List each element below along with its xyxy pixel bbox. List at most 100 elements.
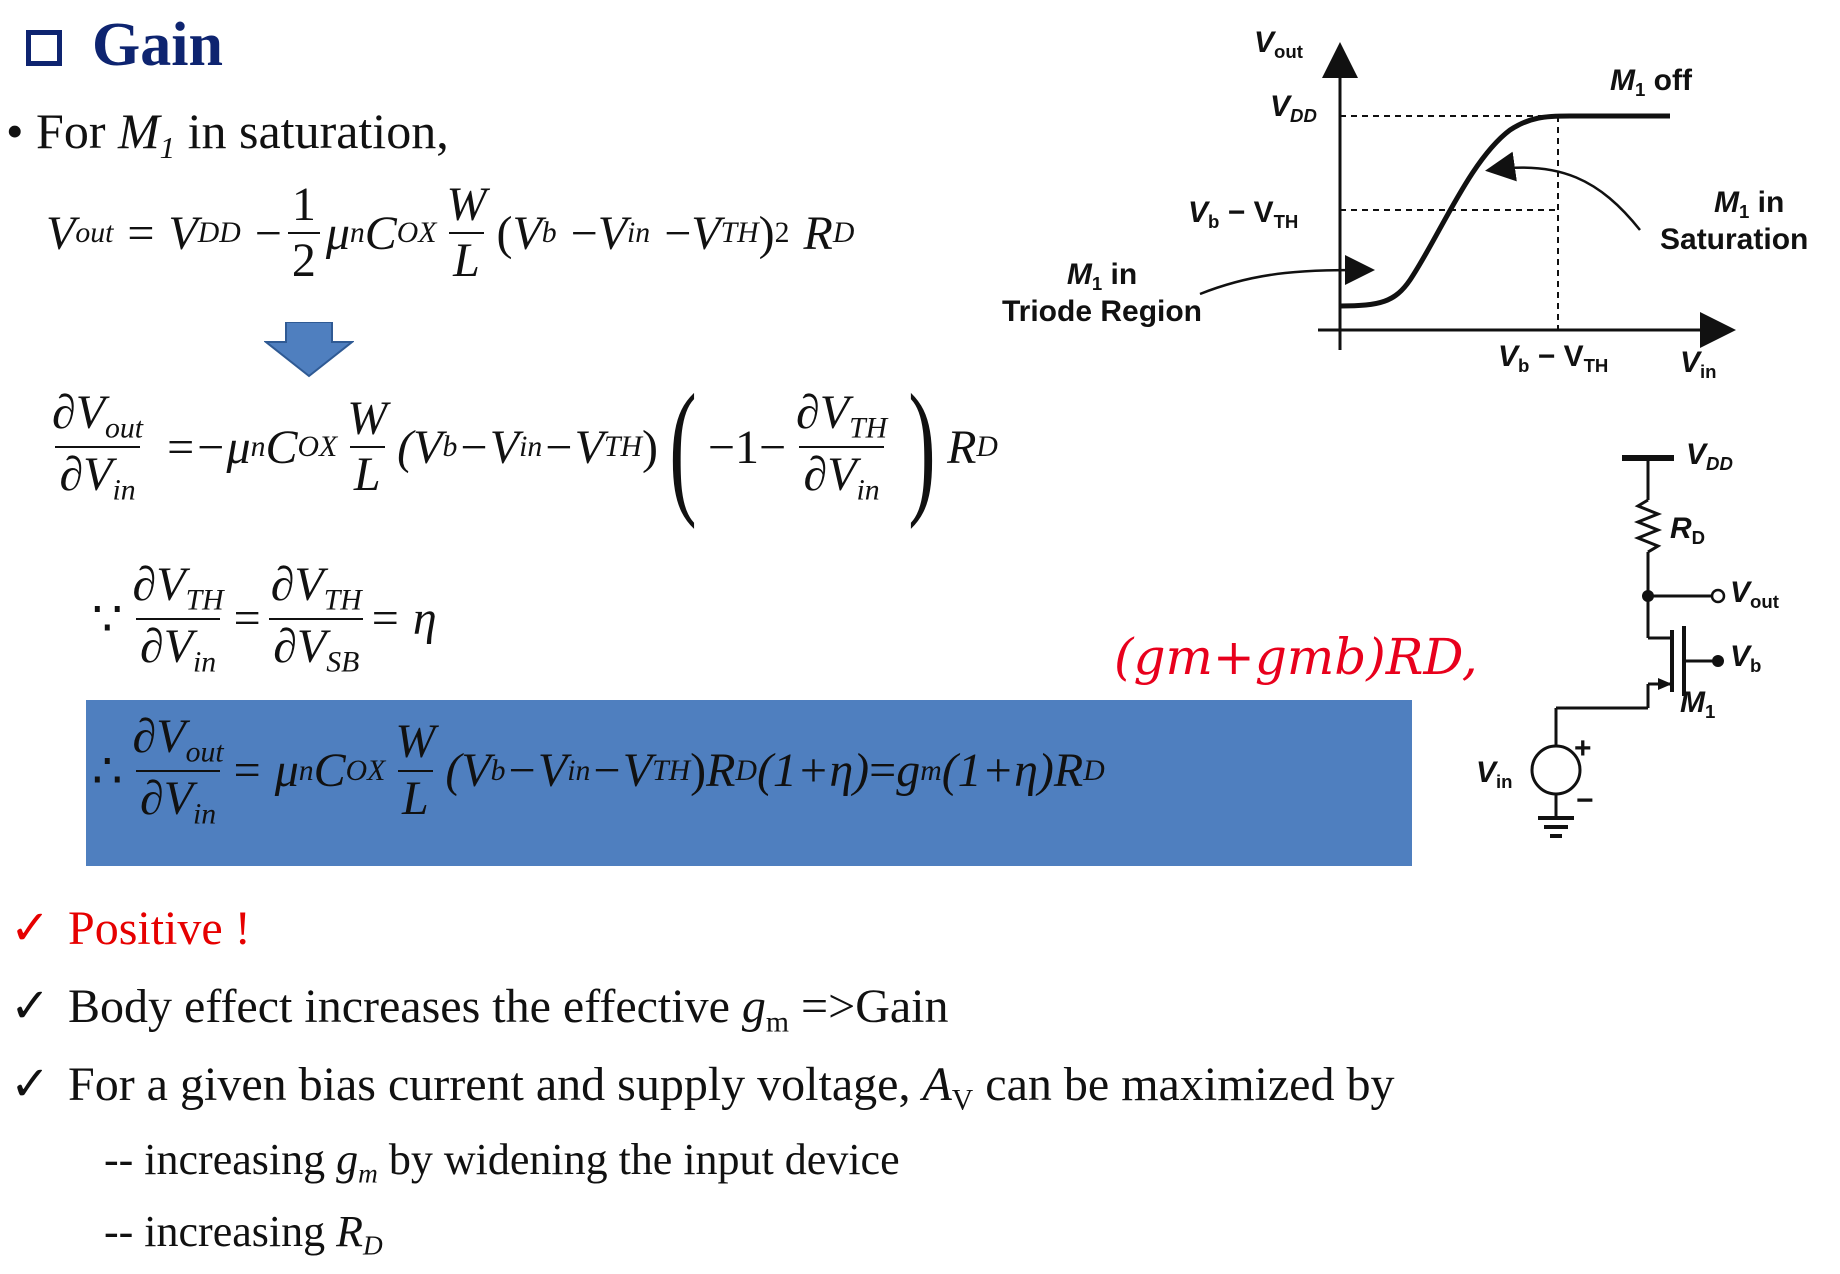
circuit-vin-label: Vin <box>1476 756 1513 793</box>
check-positive-text: Positive ! <box>68 902 251 955</box>
eq2-vth: −V <box>542 420 604 474</box>
check-bias-post: can be maximized by <box>973 1058 1395 1111</box>
plot-m1-off-label: M1 off <box>1610 64 1692 101</box>
plot-tri-line1: M1 in <box>1002 258 1202 295</box>
eq1-half-num: 1 <box>291 178 316 231</box>
result-highlight-box <box>86 700 1412 866</box>
eq2-vin-sub: in <box>519 430 543 463</box>
eq3-d2: ∂VSB <box>269 617 364 678</box>
eq2-c: C <box>265 420 298 474</box>
eq4-vb: (V <box>445 744 491 798</box>
vout-terminal <box>1710 588 1726 604</box>
eq2-rd: R <box>947 420 977 474</box>
plot-saturation-label: M1 in Saturation <box>1660 186 1808 257</box>
eq2-big-paren-open: ( <box>669 364 697 530</box>
intro-line: • For M1 in saturation, <box>6 102 449 166</box>
eq4-rd: R <box>706 744 736 798</box>
eq2-num: ∂Vout <box>48 388 147 446</box>
check-body-g-sub: m <box>765 1005 790 1039</box>
eq1-minus-3: − <box>664 206 692 260</box>
eq4-vin-sub: in <box>567 753 591 787</box>
eq4-close: ) <box>690 744 707 798</box>
eq2-dvout-dvin: ∂Vout ∂Vin <box>48 388 147 506</box>
check-icon: ✓ <box>10 980 51 1033</box>
sub2-r-sub: D <box>363 1230 383 1261</box>
eq1-vth: V <box>691 206 721 260</box>
plot-xvbvth-sub2: TH <box>1583 354 1609 376</box>
eq2-den-text: ∂V <box>59 448 113 501</box>
eq2-big-paren-close: ) <box>908 364 936 530</box>
eq4-one-eta: (1+η) <box>756 744 870 798</box>
eq3-equals: = <box>233 592 261 646</box>
plot-xvbvth-mid: − V <box>1529 340 1584 373</box>
eq4-frac: ∂Vout ∂Vin <box>129 711 228 831</box>
eq4-rd-2-sub: D <box>1083 753 1105 787</box>
plot-vbvth-sub2: TH <box>1273 210 1299 232</box>
eq1-c: C <box>364 206 397 260</box>
c-rd-r: R <box>1670 512 1692 545</box>
eq4-gm: g <box>896 744 921 798</box>
eq3-because: ∵ <box>92 592 123 646</box>
plot-vbvth-mid: − V <box>1219 196 1274 229</box>
plot-sat-sub: 1 <box>1739 200 1750 222</box>
circuit-m1-label: M1 <box>1680 686 1715 723</box>
eq1-l: L <box>449 232 484 286</box>
handwritten-note: (gm+gmb)RD, <box>1114 628 1478 686</box>
eq3-n1-sub: TH <box>185 583 224 617</box>
circuit-vout-label: Vout <box>1730 576 1779 613</box>
c-vin-v: V <box>1476 756 1497 789</box>
eq3-d1-text: ∂V <box>139 619 194 673</box>
sub1-g: g <box>336 1135 359 1184</box>
c-vdd-sub: DD <box>1706 452 1733 474</box>
eq1-vb-sub: b <box>541 216 557 250</box>
vb-terminal <box>1712 655 1724 667</box>
eq2-inner-lead: −1− <box>707 420 787 474</box>
eq3-frac1: ∂VTH ∂Vin <box>129 559 228 678</box>
plot-tri-sub: 1 <box>1091 272 1103 294</box>
plot-tri-line2: Triode Region <box>1002 294 1203 328</box>
c-vin-sub: in <box>1496 770 1513 792</box>
c-vb-v: V <box>1730 640 1751 673</box>
eq4-den-sub: in <box>193 797 217 831</box>
plot-vbvth-v: V <box>1188 196 1209 229</box>
eq1-mu-sub: n <box>349 216 365 250</box>
plot-vbvth-sub1: b <box>1208 210 1220 232</box>
eq4-c: C <box>313 744 346 798</box>
eq1-paren-close: ) <box>758 206 775 260</box>
eq2-num-sub: out <box>105 411 144 445</box>
circuit-vb-label: Vb <box>1730 640 1761 677</box>
plot-xvbvth-sub1: b <box>1518 354 1530 376</box>
transfer-curve <box>1339 113 1670 309</box>
check-body-g: g <box>741 980 766 1033</box>
plot-sat-post: in <box>1749 186 1785 219</box>
eq1-vout: V <box>46 206 76 260</box>
eq2-mu-sub: n <box>250 430 266 463</box>
plot-y-axis-label: Vout <box>1254 26 1303 63</box>
eq3-equals-2: = <box>371 592 399 646</box>
eq4-mu: μ <box>274 744 299 798</box>
eq4-vin: −V <box>505 744 568 798</box>
eq2-inner-den-text: ∂V <box>803 448 857 501</box>
resistor-rd <box>1633 498 1663 554</box>
check-bias-a: A <box>922 1058 952 1111</box>
eq2-inner-frac: ∂VTH ∂Vin <box>792 388 891 506</box>
plot-vdd-label: VDD <box>1270 90 1317 127</box>
eq4-l: L <box>397 769 433 824</box>
plot-triode-label: M1 in Triode Region <box>1002 258 1202 329</box>
eq1-square: 2 <box>774 216 790 250</box>
mosfet-arrow-icon <box>1658 678 1672 690</box>
eq4-w: W <box>395 715 436 769</box>
check-positive: ✓Positive ! <box>10 900 251 956</box>
eq4-c-sub: OX <box>345 753 386 787</box>
eq4-gm-sub: m <box>920 753 942 787</box>
eq3-n2-text: ∂V <box>270 558 324 611</box>
eq2-close: ) <box>641 420 658 474</box>
plot-off-m: M <box>1610 64 1635 97</box>
